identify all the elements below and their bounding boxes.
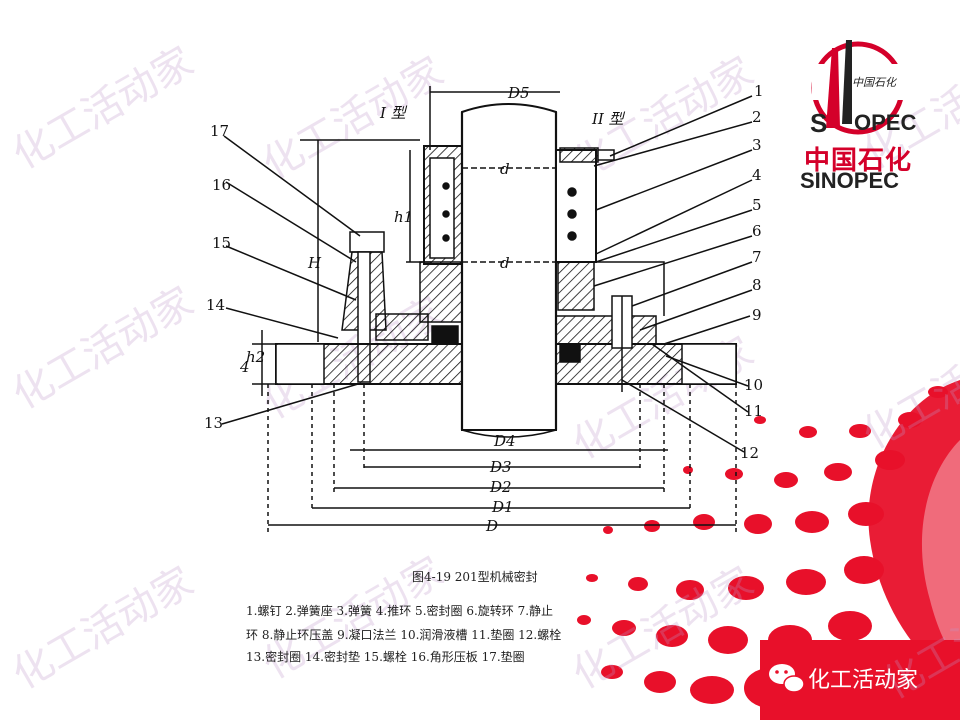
part-number: 13 xyxy=(204,414,223,432)
part-number: 14 xyxy=(206,296,225,314)
svg-text:OPEC: OPEC xyxy=(854,110,916,135)
figure-caption: 图4-19 201型机械密封 xyxy=(412,570,538,584)
svg-text:S: S xyxy=(810,108,827,138)
part-number: 3 xyxy=(752,136,762,154)
dim-label-H: H xyxy=(307,254,322,272)
part-number: 1 xyxy=(754,82,764,100)
part-number: 10 xyxy=(744,376,763,394)
dim-label-D2: D2 xyxy=(489,478,512,496)
parts-legend-line: 环 8.静止环压盖 9.凝口法兰 10.润滑液槽 11.垫圈 12.螺栓 xyxy=(246,628,562,642)
dim-label-h1: h1 xyxy=(394,208,413,226)
parts-legend-line: 1.螺钉 2.弹簧座 3.弹簧 4.推环 5.密封圈 6.旋转环 7.静止 xyxy=(246,604,554,618)
dim-label-d: d xyxy=(500,160,510,178)
logo-chinese-name: 中国石化 xyxy=(804,146,913,176)
type-label-left: I 型 xyxy=(379,104,408,122)
part-number: 2 xyxy=(752,108,762,126)
part-number: 8 xyxy=(752,276,762,294)
part-number: 16 xyxy=(212,176,231,194)
type-label-right: II 型 xyxy=(591,110,626,128)
brand-name: 化工活动家 xyxy=(808,668,919,693)
part-number: 7 xyxy=(752,248,762,266)
part-number: 17 xyxy=(210,122,229,140)
dim-label-D: D xyxy=(485,517,498,535)
logo-english-name: SINOPEC xyxy=(800,168,900,193)
part-number: 5 xyxy=(752,196,762,214)
part-number: 12 xyxy=(740,444,759,462)
parts-legend-line: 13.密封圈 14.密封垫 15.螺栓 16.角形压板 17.垫圈 xyxy=(246,650,525,664)
part-number: 4 xyxy=(752,166,762,184)
dim-label-d2: d xyxy=(500,254,510,272)
part-number: 6 xyxy=(752,222,762,240)
part-number: 11 xyxy=(744,402,763,420)
part-number: 15 xyxy=(212,234,231,252)
part-number: 9 xyxy=(752,306,762,324)
dim-label-four: 4 xyxy=(239,358,250,376)
dim-label-h2: h2 xyxy=(246,348,265,366)
dim-label-D4: D4 xyxy=(493,432,516,450)
svg-text:中国石化: 中国石化 xyxy=(852,76,898,89)
dim-label-D1: D1 xyxy=(491,498,514,516)
dim-label-D3: D3 xyxy=(489,458,512,476)
dim-label-D5: D5 xyxy=(507,84,530,102)
